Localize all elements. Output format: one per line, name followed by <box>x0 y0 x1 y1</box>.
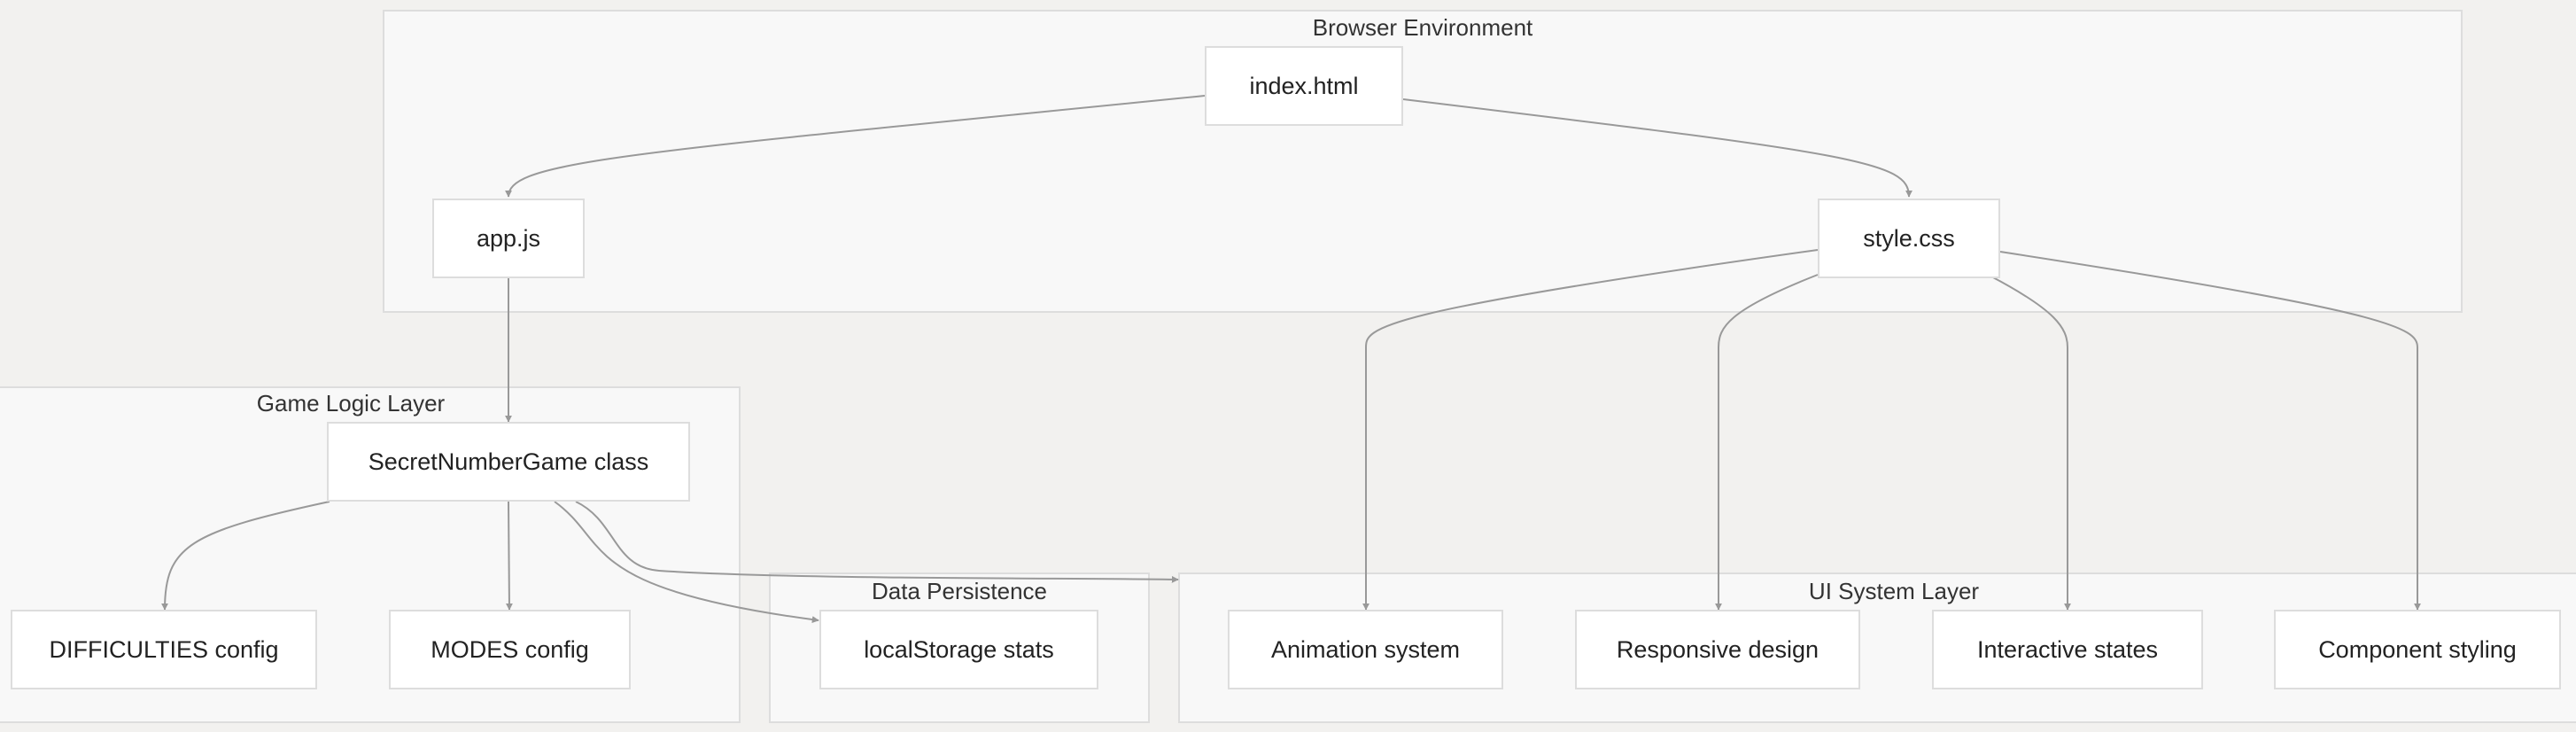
node-animation-system-label: Animation system <box>1270 635 1461 663</box>
node-responsive-design[interactable]: Responsive design <box>1575 610 1860 689</box>
node-secret-number-game-label: SecretNumberGame class <box>368 448 649 475</box>
node-component-styling[interactable]: Component styling <box>2274 610 2561 689</box>
edge-index-to-app <box>505 95 1206 198</box>
node-component-styling-label: Component styling <box>2318 635 2517 663</box>
cluster-label-ui-system-layer: UI System Layer <box>1808 578 1980 604</box>
node-modes-config-label: MODES config <box>431 635 589 663</box>
cluster-browser-environment <box>383 10 2463 313</box>
edge-game-to-ui-system <box>575 501 1179 583</box>
cluster-label-data-persistence: Data Persistence <box>872 578 1047 604</box>
node-localstorage-stats-label: localStorage stats <box>864 635 1054 663</box>
node-app-js[interactable]: app.js <box>432 199 585 278</box>
node-difficulties-config-label: DIFFICULTIES config <box>49 635 279 663</box>
node-index-html[interactable]: index.html <box>1205 46 1403 126</box>
node-animation-system[interactable]: Animation system <box>1228 610 1503 689</box>
node-interactive-states-label: Interactive states <box>1976 635 2159 663</box>
node-index-html-label: index.html <box>1249 72 1359 99</box>
node-difficulties-config[interactable]: DIFFICULTIES config <box>11 610 317 689</box>
edge-game-to-modes <box>505 501 513 611</box>
edge-style-to-responsive <box>1715 274 1819 611</box>
cluster-label-game-logic-layer: Game Logic Layer <box>256 390 446 417</box>
edge-index-to-style <box>1402 98 1913 198</box>
node-app-js-label: app.js <box>476 224 541 252</box>
node-modes-config[interactable]: MODES config <box>389 610 631 689</box>
node-interactive-states[interactable]: Interactive states <box>1932 610 2203 689</box>
node-secret-number-game[interactable]: SecretNumberGame class <box>327 422 690 502</box>
node-localstorage-stats[interactable]: localStorage stats <box>819 610 1098 689</box>
node-style-css[interactable]: style.css <box>1818 199 2000 278</box>
edge-game-to-localstorage <box>554 501 819 624</box>
cluster-label-browser-environment: Browser Environment <box>1312 14 1533 41</box>
edge-game-to-difficulties <box>161 501 330 611</box>
node-style-css-label: style.css <box>1863 224 1955 252</box>
edge-style-to-interactive <box>1990 276 2071 611</box>
edge-style-to-component <box>1999 251 2421 611</box>
edge-style-to-animation <box>1362 249 1819 611</box>
node-responsive-design-label: Responsive design <box>1616 635 1819 663</box>
